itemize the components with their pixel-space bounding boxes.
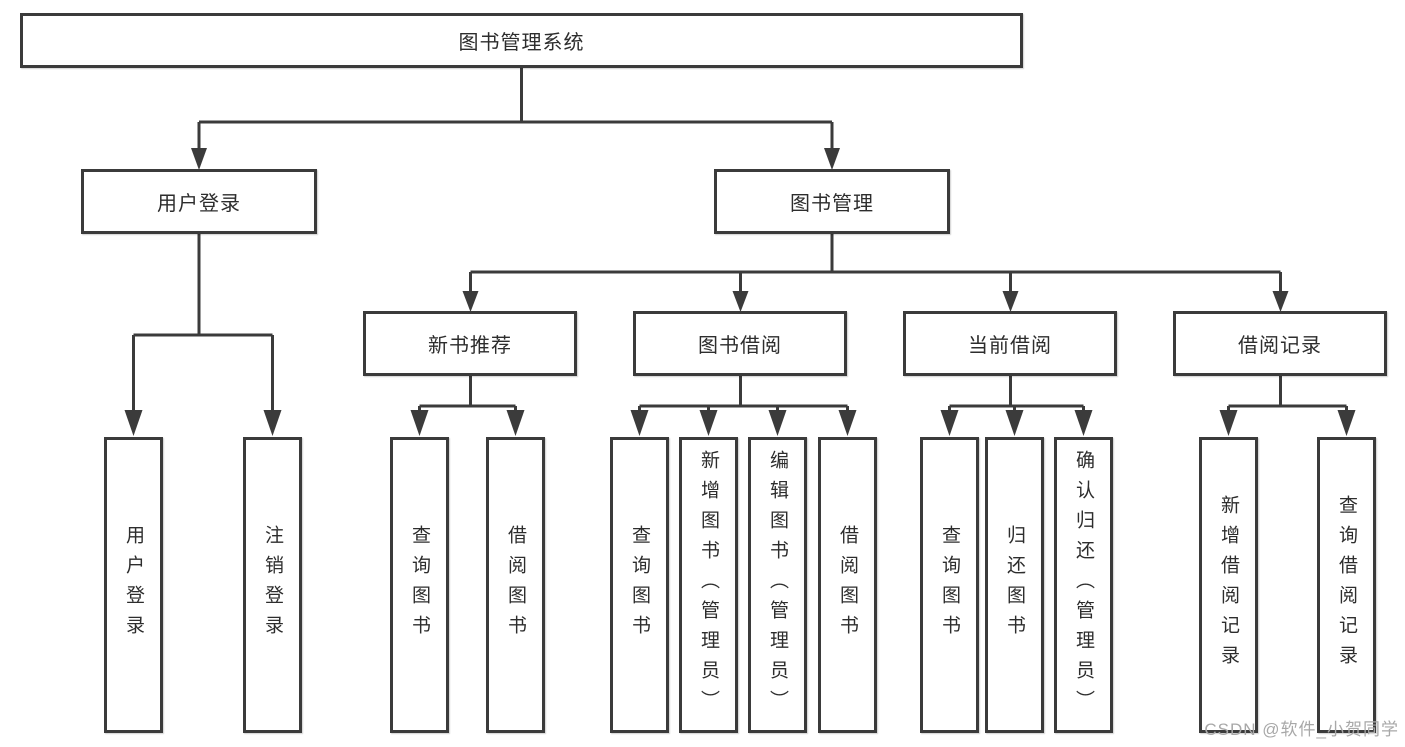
node-user-login-label: 用户登录 (157, 193, 241, 215)
node-user-login: 用户登录 (81, 169, 317, 234)
leaf-logout: 注销登录 (243, 437, 302, 733)
leaf-borrow-books-1: 借阅图书 (486, 437, 545, 733)
node-book-borrowing: 图书借阅 (633, 311, 847, 376)
leaf-user-login: 用户登录 (104, 437, 163, 733)
csdn-watermark: CSDN @软件_小贺同学 (1204, 720, 1399, 739)
node-new-book-recommend: 新书推荐 (363, 311, 577, 376)
node-book-management-label: 图书管理 (790, 193, 874, 215)
leaf-query-books-1: 查询图书 (390, 437, 449, 733)
leaf-confirm-return-admin: 确认归还（管理员） (1054, 437, 1113, 733)
leaf-query-books-3: 查询图书 (920, 437, 979, 733)
node-book-management: 图书管理 (714, 169, 950, 234)
node-borrowing-records: 借阅记录 (1173, 311, 1387, 376)
node-root-label: 图书管理系统 (458, 32, 585, 54)
node-borrowing-records-label: 借阅记录 (1238, 335, 1322, 357)
node-book-borrowing-label: 图书借阅 (698, 335, 782, 357)
leaf-add-books-admin: 新增图书（管理员） (679, 437, 738, 733)
leaf-edit-books-admin: 编辑图书（管理员） (748, 437, 807, 733)
leaf-return-books: 归还图书 (985, 437, 1044, 733)
node-current-borrowing: 当前借阅 (903, 311, 1117, 376)
leaf-query-borrow-record: 查询借阅记录 (1317, 437, 1376, 733)
leaf-add-borrow-record: 新增借阅记录 (1199, 437, 1258, 733)
leaf-query-books-2: 查询图书 (610, 437, 669, 733)
node-new-book-recommend-label: 新书推荐 (428, 335, 512, 357)
node-root-system: 图书管理系统 (20, 13, 1023, 68)
node-current-borrowing-label: 当前借阅 (968, 335, 1052, 357)
leaf-borrow-books-2: 借阅图书 (818, 437, 877, 733)
